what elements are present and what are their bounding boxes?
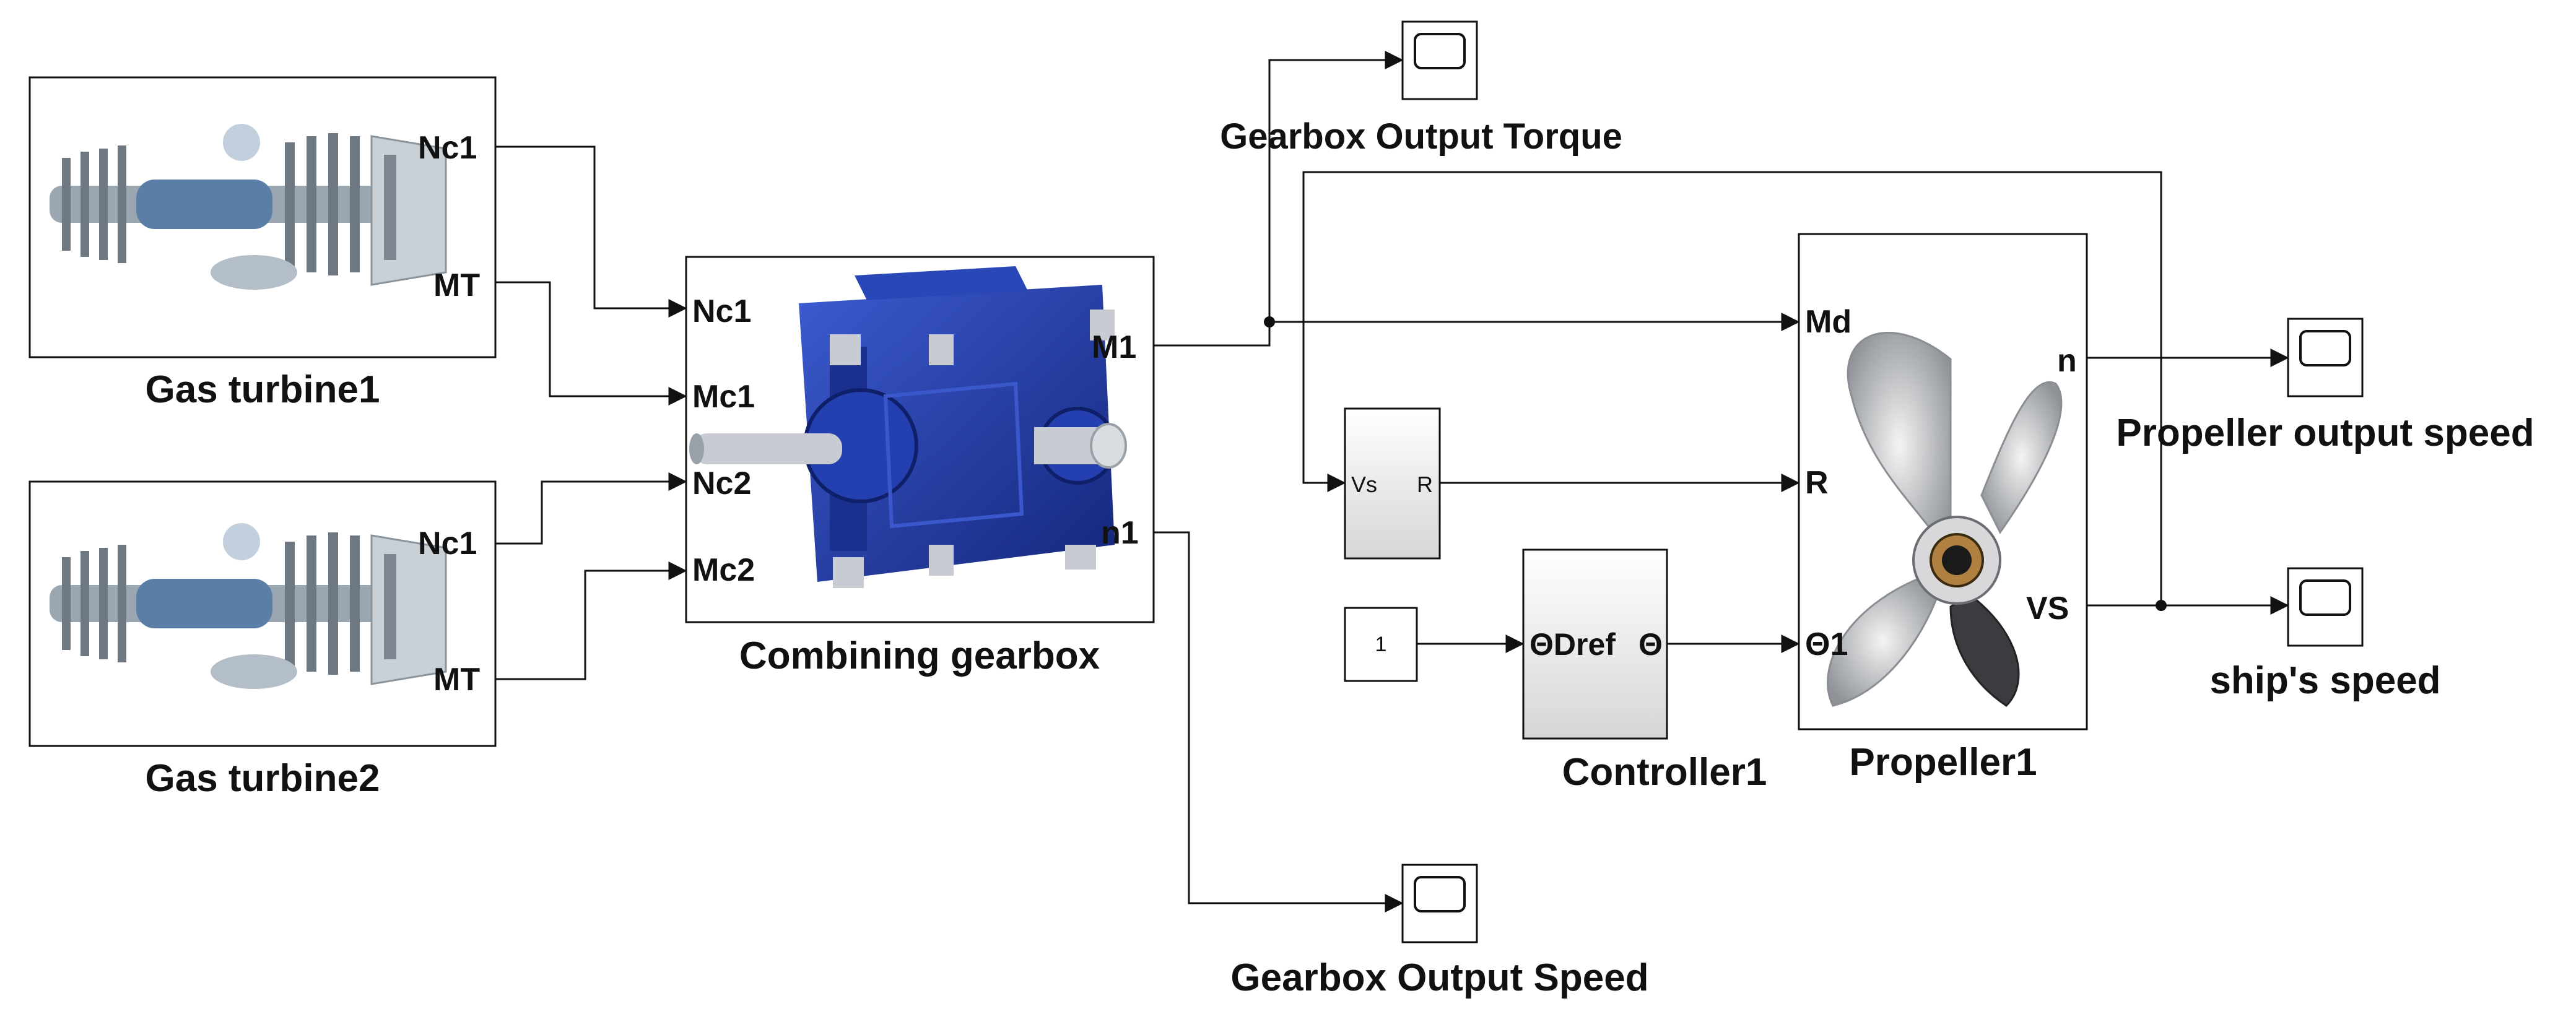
vs-port-in: Vs xyxy=(1351,472,1377,497)
scope-icon xyxy=(1414,33,1466,69)
gt2-label: Gas turbine2 xyxy=(146,757,380,800)
scope-ship-speed-label: ship's speed xyxy=(2209,659,2440,702)
gearbox-block[interactable]: Nc1 Mc1 Nc2 Mc2 M1 n1 xyxy=(685,256,1155,623)
propeller-label: Propeller1 xyxy=(1849,741,2037,784)
gearbox-port-nc2: Nc2 xyxy=(692,466,751,501)
propeller-image xyxy=(1827,331,2063,707)
scope-torque-label: Gearbox Output Torque xyxy=(1220,116,1622,157)
gearbox-port-mc2: Mc2 xyxy=(692,552,755,588)
controller-port-out: Θ xyxy=(1638,627,1663,662)
vs-subsystem-block[interactable]: Vs R xyxy=(1344,407,1441,560)
gt2-port-mt: MT xyxy=(433,662,480,698)
vs-port-out: R xyxy=(1417,472,1433,497)
turbine-image-1 xyxy=(50,124,447,290)
constant-value: 1 xyxy=(1375,633,1387,656)
scope-icon xyxy=(2299,579,2351,616)
gearbox-port-nc1: Nc1 xyxy=(692,293,751,329)
gearbox-image xyxy=(689,266,1127,588)
gt1-port-mt: MT xyxy=(433,267,480,303)
propeller-port-md: Md xyxy=(1805,304,1852,340)
propeller-port-vs: VS xyxy=(2026,591,2069,626)
propeller-port-n: n xyxy=(2057,343,2077,379)
scope-ship-speed[interactable] xyxy=(2287,567,2364,647)
scope-propeller-speed[interactable] xyxy=(2287,318,2364,397)
gt1-label: Gas turbine1 xyxy=(146,368,380,411)
turbine-image-2 xyxy=(50,523,447,689)
gas-turbine-1-block[interactable]: Nc1 MT xyxy=(28,76,497,358)
gas-turbine-2-block[interactable]: Nc1 MT xyxy=(28,480,497,747)
controller-port-in: ΘDref xyxy=(1530,627,1616,662)
constant-block[interactable]: 1 xyxy=(1344,607,1418,682)
gearbox-label: Combining gearbox xyxy=(739,635,1100,677)
propeller-port-r: R xyxy=(1805,465,1829,501)
propeller-block[interactable]: Md R Θ1 n VS xyxy=(1798,233,2088,730)
controller-block[interactable]: ΘDref Θ xyxy=(1522,548,1668,740)
gearbox-port-m1: M1 xyxy=(1092,329,1136,365)
signal-lines xyxy=(495,51,2289,912)
propeller-port-theta1: Θ1 xyxy=(1805,626,1848,662)
scope-icon xyxy=(2299,330,2351,366)
controller-label: Controller1 xyxy=(1562,751,1767,794)
scope-icon xyxy=(1414,876,1466,912)
gearbox-port-mc1: Mc1 xyxy=(692,379,755,415)
gt1-port-nc1: Nc1 xyxy=(418,130,477,166)
scope-speed-label: Gearbox Output Speed xyxy=(1230,956,1648,999)
scope-gearbox-speed[interactable] xyxy=(1401,864,1478,943)
scope-prop-speed-label: Propeller output speed xyxy=(2116,412,2534,454)
gt2-port-nc1: Nc1 xyxy=(418,526,477,561)
gearbox-port-n1: n1 xyxy=(1101,515,1139,551)
scope-gearbox-torque[interactable] xyxy=(1401,20,1478,100)
